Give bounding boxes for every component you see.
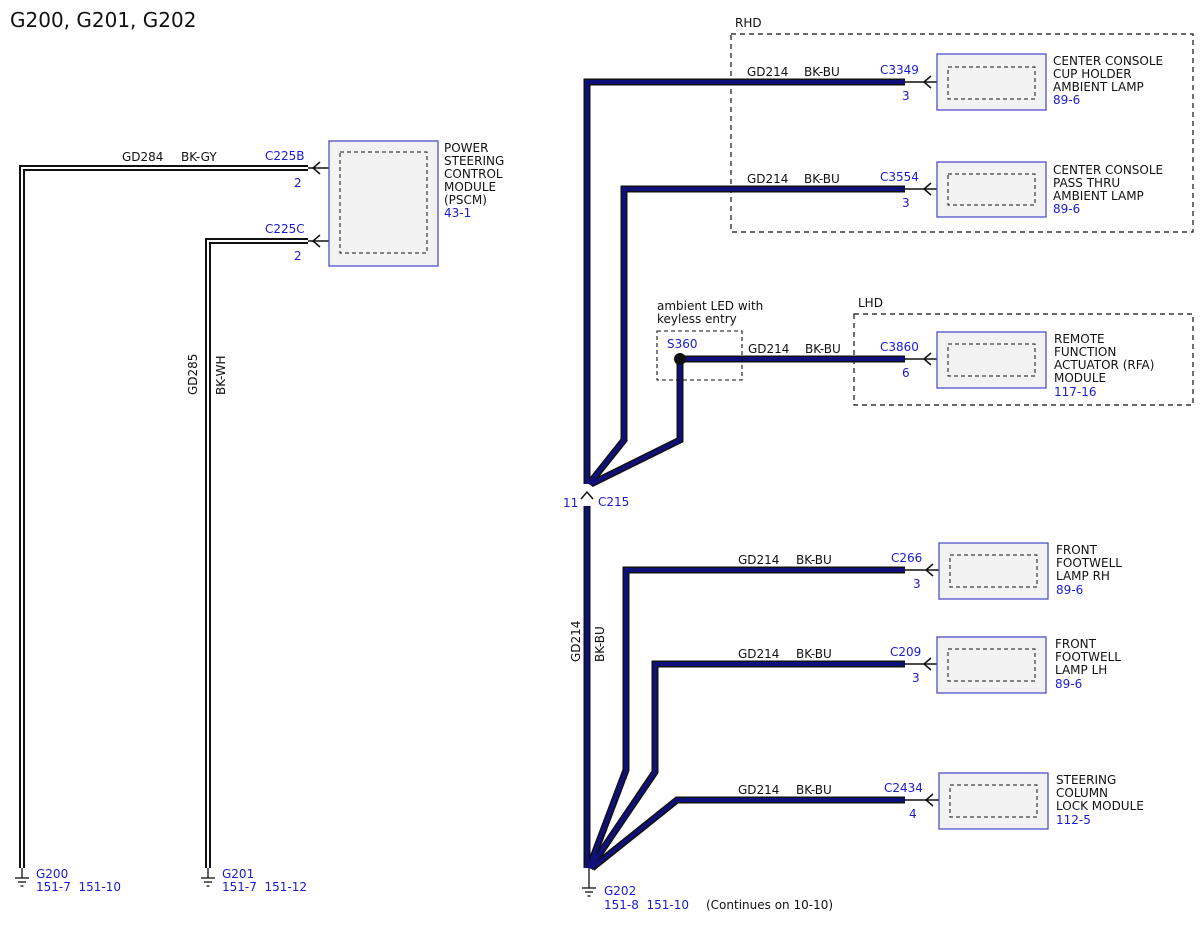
module-footwell-lh-ref: 89-6	[1055, 677, 1082, 691]
c215-label: C215	[598, 495, 629, 509]
module-footwell-lh-pin: 3	[912, 671, 920, 685]
module-cup-holder-line-2: CUP HOLDER	[1053, 67, 1132, 81]
ground-g202-icon	[582, 868, 596, 897]
branch-3-color: BK-BU	[805, 342, 841, 356]
branch-5-color: BK-BU	[796, 647, 832, 661]
module-pass-thru-pin: 3	[902, 196, 910, 210]
module-footwell-lh-line-1: FRONT	[1055, 637, 1097, 651]
pscm-name-line-1: POWER	[444, 141, 488, 155]
ground-g202-refs: 151-8 151-10	[604, 898, 689, 912]
pscm-name-line-3: CONTROL	[444, 167, 503, 181]
module-pass-thru-lamp	[905, 161, 1047, 218]
module-cup-holder-connector: C3349	[880, 63, 919, 77]
pscm-pin-c: 2	[294, 249, 302, 263]
ground-g200-name: G200	[36, 867, 68, 881]
module-rfa-line-4: MODULE	[1054, 371, 1106, 385]
c215-connector	[580, 490, 594, 500]
module-cup-holder-pin: 3	[902, 89, 910, 103]
page-title: G200, G201, G202	[10, 8, 196, 32]
splice-box	[656, 330, 743, 381]
branch-2-circuit: GD214	[747, 172, 788, 186]
ground-g201-refs: 151-7 151-12	[222, 880, 307, 894]
module-steering-lock-line-2: COLUMN	[1056, 786, 1108, 800]
branch-5-circuit: GD214	[738, 647, 779, 661]
module-cup-holder-ref: 89-6	[1053, 93, 1080, 107]
module-steering-lock-pin: 4	[909, 807, 917, 821]
trunk-color: BK-BU	[593, 626, 607, 662]
branch-6-circuit: GD214	[738, 783, 779, 797]
pscm-name-line-4: MODULE	[444, 180, 496, 194]
splice-name: S360	[667, 337, 698, 351]
branch-6-color: BK-BU	[796, 783, 832, 797]
branch-1-color: BK-BU	[804, 65, 840, 79]
wire-gd284-color: BK-GY	[181, 150, 217, 164]
pscm-pin-b: 2	[294, 176, 302, 190]
wire-gd284-circuit: GD284	[122, 150, 163, 164]
module-footwell-lh-connector: C209	[890, 645, 921, 659]
module-steering-lock-connector: C2434	[884, 781, 923, 795]
lhd-label: LHD	[858, 296, 883, 310]
module-cup-holder-line-1: CENTER CONSOLE	[1053, 54, 1163, 68]
module-rfa-line-1: REMOTE	[1054, 332, 1105, 346]
wire-gd285-color: BK-WH	[214, 355, 228, 395]
module-rfa-connector: C3860	[880, 340, 919, 354]
branch-1-circuit: GD214	[747, 65, 788, 79]
module-footwell-lh-line-3: LAMP LH	[1055, 663, 1107, 677]
ground-g202-name: G202	[604, 884, 636, 898]
module-footwell-rh-ref: 89-6	[1056, 583, 1083, 597]
module-cup-holder-line-3: AMBIENT LAMP	[1053, 80, 1144, 94]
module-steering-column-lock	[905, 772, 1049, 830]
module-pass-thru-line-1: CENTER CONSOLE	[1053, 163, 1163, 177]
module-pass-thru-line-2: PASS THRU	[1053, 176, 1120, 190]
continues-note: (Continues on 10-10)	[706, 898, 833, 912]
module-rfa-line-2: FUNCTION	[1054, 345, 1116, 359]
ground-g201-name: G201	[222, 867, 254, 881]
trunk-circuit: GD214	[569, 621, 583, 662]
splice-dot	[674, 353, 686, 365]
module-steering-lock-ref: 112-5	[1056, 813, 1091, 827]
module-rfa-pin: 6	[902, 366, 910, 380]
module-footwell-rh-connector: C266	[891, 551, 922, 565]
ground-g201-icon	[201, 868, 215, 887]
pscm-module-box	[328, 140, 439, 267]
wire-gd284	[19, 165, 308, 868]
module-cup-holder-lamp	[905, 53, 1047, 111]
pscm-module-inner	[339, 151, 428, 254]
pscm-ref: 43-1	[444, 206, 471, 220]
pscm-name-line-2: STEERING	[444, 154, 504, 168]
module-footwell-rh-line-1: FRONT	[1056, 543, 1098, 557]
module-pass-thru-line-3: AMBIENT LAMP	[1053, 189, 1144, 203]
module-footwell-lamp-lh	[905, 636, 1047, 694]
module-steering-lock-line-3: LOCK MODULE	[1056, 799, 1144, 813]
module-rfa-line-3: ACTUATOR (RFA)	[1054, 358, 1154, 372]
branch-4-color: BK-BU	[796, 553, 832, 567]
module-pass-thru-ref: 89-6	[1053, 202, 1080, 216]
splice-note-line-2: keyless entry	[657, 312, 737, 326]
module-footwell-rh-line-3: LAMP RH	[1056, 569, 1110, 583]
pscm-name-line-5: (PSCM)	[444, 193, 487, 207]
pscm-connector-b: C225B	[265, 149, 305, 163]
module-rfa-ref: 117-16	[1054, 385, 1097, 399]
wire-gd214-bus	[583, 78, 905, 871]
module-rfa	[905, 331, 1047, 389]
wire-gd285	[205, 238, 308, 868]
branch-2-color: BK-BU	[804, 172, 840, 186]
rhd-label: RHD	[735, 16, 762, 30]
branch-4-circuit: GD214	[738, 553, 779, 567]
pscm-connector-c: C225C	[265, 222, 305, 236]
splice-note-line-1: ambient LED with	[657, 299, 763, 313]
ground-g200-icon	[15, 868, 29, 887]
rhd-region	[730, 33, 1194, 233]
ground-g200-refs: 151-7 151-10	[36, 880, 121, 894]
module-pass-thru-connector: C3554	[880, 170, 919, 184]
branch-3-circuit: GD214	[748, 342, 789, 356]
module-footwell-rh-pin: 3	[913, 577, 921, 591]
wire-gd285-circuit: GD285	[186, 354, 200, 395]
module-steering-lock-line-1: STEERING	[1056, 773, 1116, 787]
module-footwell-lamp-rh	[905, 542, 1049, 600]
module-footwell-rh-line-2: FOOTWELL	[1056, 556, 1122, 570]
c215-pin: 11	[563, 496, 578, 510]
module-footwell-lh-line-2: FOOTWELL	[1055, 650, 1121, 664]
